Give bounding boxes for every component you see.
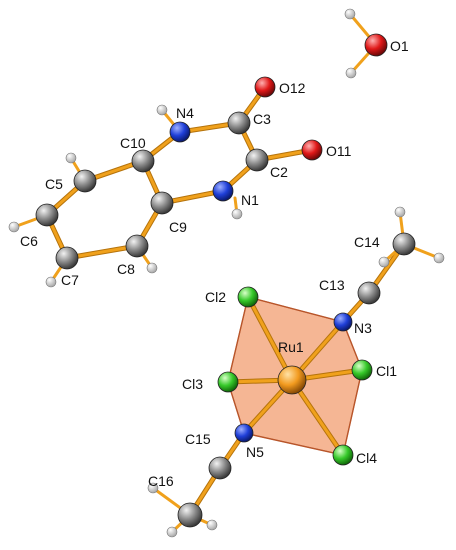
atom-Ru1: Ru1 [277, 339, 307, 395]
atom-C10: C10 [120, 135, 155, 173]
carbon-sphere [392, 232, 416, 256]
bond-Ru1-Cl4 [289, 377, 346, 458]
nitrogen-sphere [333, 312, 353, 332]
carbon-sphere [245, 148, 269, 172]
carbon-sphere [73, 169, 97, 193]
atom-label: Cl4 [356, 450, 377, 466]
chlorine-sphere [332, 444, 354, 466]
atom-C9: C9 [150, 191, 187, 235]
chlorine-sphere [217, 371, 239, 393]
hydrogen-sphere [147, 482, 159, 494]
carbon-sphere [177, 502, 203, 528]
atom-O1: O1 [364, 33, 409, 57]
atom-Cl1: Cl1 [351, 359, 397, 381]
atom-label: N4 [176, 105, 194, 121]
atom-C7: C7 [55, 246, 79, 288]
nitrogen-sphere [234, 423, 254, 443]
atom-C16: C16 [148, 473, 203, 528]
carbon-sphere [35, 203, 59, 227]
nitrogen-sphere [212, 180, 234, 202]
atom-label: C6 [20, 233, 38, 249]
atom-C8: C8 [117, 234, 149, 277]
bond-Ru1-Cl2 [245, 294, 295, 383]
atom-label: O11 [326, 143, 352, 159]
hydrogen-sphere [156, 104, 168, 116]
carbon-sphere [131, 149, 155, 173]
hydrogen-sphere [433, 252, 445, 264]
atom-label: C15 [185, 431, 211, 447]
atom-label: N3 [354, 320, 372, 336]
atom-label: C7 [61, 272, 79, 288]
atom-N1: N1 [212, 180, 259, 208]
atom-label: Cl1 [376, 363, 397, 379]
hydrogen-sphere [344, 8, 356, 20]
hydrogen-sphere [231, 208, 243, 220]
atom-C2: C2 [245, 148, 288, 180]
atom-N3: N3 [333, 312, 372, 336]
atom-label: C16 [148, 473, 174, 489]
atom-N5: N5 [234, 423, 264, 460]
nitrogen-sphere [169, 121, 191, 143]
oxygen-sphere [301, 139, 323, 161]
atom-label: O12 [279, 80, 306, 96]
hydrogen-sphere [146, 262, 158, 274]
atom-C3: C3 [227, 111, 271, 135]
oxygen-sphere [254, 76, 276, 98]
atom-O11: O11 [301, 139, 352, 161]
atom-label: N1 [241, 192, 259, 208]
hydrogen-sphere [345, 67, 357, 79]
oxygen-sphere [364, 33, 388, 57]
atom-label: Cl2 [205, 289, 226, 305]
atom-label: C10 [120, 135, 146, 151]
atom-C13: C13 [319, 277, 381, 305]
chlorine-sphere [351, 359, 373, 381]
atom-label: C9 [169, 219, 187, 235]
atoms-layer: O1 O12 O11 N4 C3 C10 C2 C5 N1 C9 C6 C8 C… [20, 33, 416, 528]
hydrogen-sphere [65, 152, 77, 164]
atom-C6: C6 [20, 203, 59, 249]
carbon-sphere [357, 281, 381, 305]
carbon-sphere [227, 111, 251, 135]
hydrogen-sphere [206, 519, 218, 531]
atom-label: C14 [354, 234, 380, 250]
atom-C15: C15 [185, 431, 232, 480]
hydrogen-sphere [166, 526, 178, 538]
carbon-sphere [55, 246, 79, 270]
atom-Cl2: Cl2 [205, 286, 259, 308]
atom-Cl3: Cl3 [182, 371, 239, 393]
atom-label: Cl3 [182, 376, 203, 392]
atom-O12: O12 [254, 76, 306, 98]
carbon-sphere [208, 456, 232, 480]
atom-label: C5 [45, 176, 63, 192]
carbon-sphere [150, 191, 174, 215]
ruthenium-sphere [277, 365, 307, 395]
hydrogen-sphere [8, 221, 20, 233]
atom-label: C8 [117, 261, 135, 277]
chlorine-sphere [237, 286, 259, 308]
atom-C14: C14 [354, 232, 416, 256]
carbon-sphere [125, 234, 149, 258]
atom-C5: C5 [45, 169, 97, 193]
hydrogen-sphere [45, 276, 57, 288]
atom-label: N5 [246, 444, 264, 460]
atom-label: C3 [253, 111, 271, 127]
atom-label: Ru1 [278, 339, 304, 355]
hydrogen-sphere [378, 256, 390, 268]
atom-label: O1 [390, 38, 409, 54]
atom-Cl4: Cl4 [332, 444, 377, 466]
atom-label: C13 [319, 277, 345, 293]
atom-label: C2 [270, 164, 288, 180]
bond-C7-C8 [64, 243, 140, 261]
hydrogen-sphere [394, 206, 406, 218]
atom-N4: N4 [169, 105, 194, 143]
